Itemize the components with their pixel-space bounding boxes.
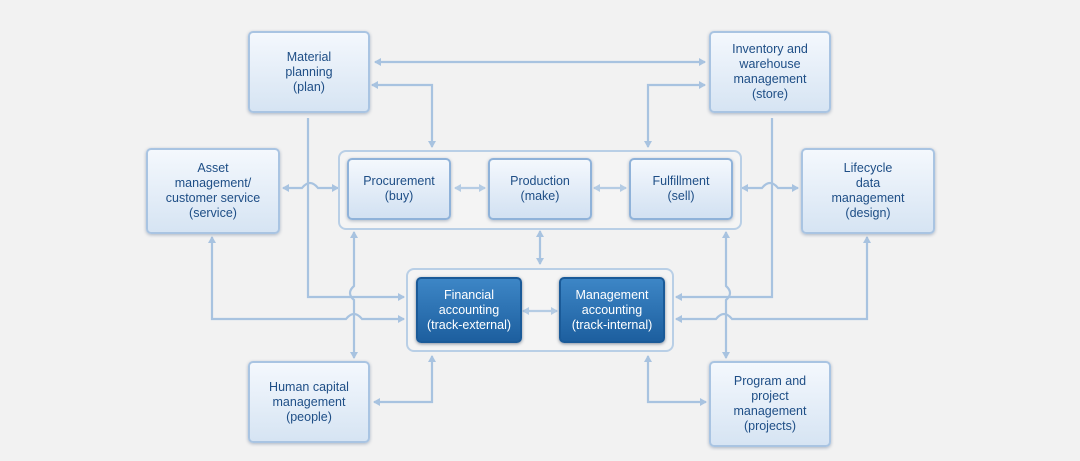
node-inventory-warehouse: Inventory and warehouse management (stor… xyxy=(709,31,831,113)
connector-plan-core xyxy=(371,81,436,148)
node-human-capital: Human capital management (people) xyxy=(248,361,370,443)
node-material-planning: Material planning (plan) xyxy=(248,31,370,113)
node-production: Production (make) xyxy=(488,158,592,220)
node-financial-accounting: Financial accounting (track-external) xyxy=(416,277,522,343)
node-fulfillment: Fulfillment (sell) xyxy=(629,158,733,220)
node-management-accounting: Management accounting (track-internal) xyxy=(559,277,665,343)
connector-design-core xyxy=(741,181,799,192)
connector-store-core xyxy=(644,81,706,148)
connector-core-projects xyxy=(722,231,732,359)
node-procurement: Procurement (buy) xyxy=(347,158,451,220)
node-lifecycle-data: Lifecycle data management (design) xyxy=(801,148,935,234)
connector-core-people xyxy=(348,231,358,359)
connector-projects-accounting xyxy=(644,355,707,406)
connector-service-core xyxy=(282,181,339,192)
node-program-project: Program and project management (projects… xyxy=(709,361,831,447)
node-asset-management: Asset management/ customer service (serv… xyxy=(146,148,280,234)
connector-people-accounting xyxy=(373,355,436,406)
